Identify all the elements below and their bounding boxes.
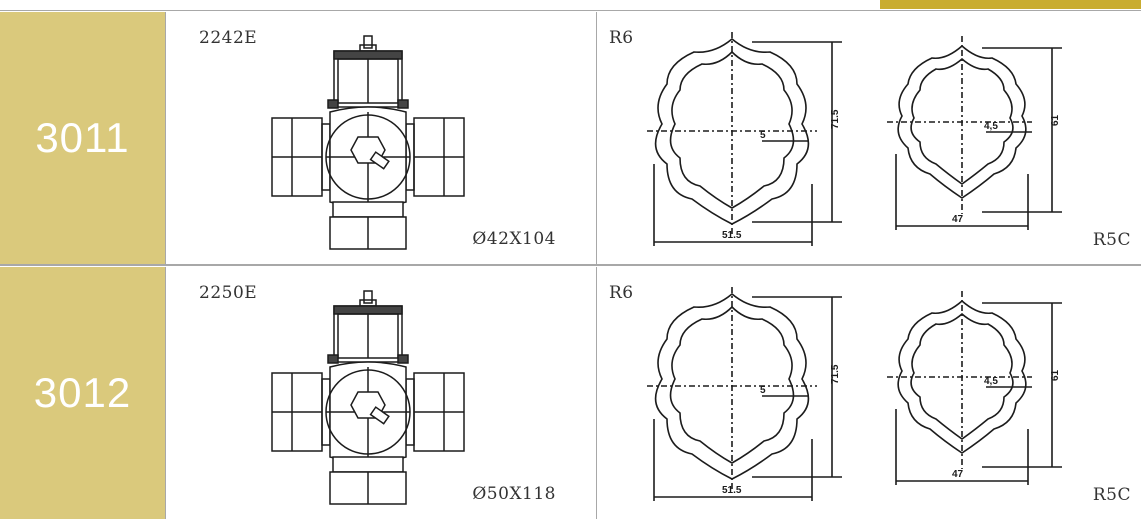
column-divider: [596, 267, 597, 519]
column-divider: [165, 267, 166, 519]
dimension-label: Ø42X104: [472, 229, 556, 249]
column-divider: [596, 12, 597, 264]
joint-cell: 2250E: [166, 267, 596, 519]
table-row: 3012 2250E: [0, 267, 1141, 519]
product-code-cell: 3012: [0, 267, 165, 519]
tube-width-label: 47: [952, 469, 964, 480]
tube-wall-label: 4,5: [984, 376, 998, 387]
joint-code: 2250E: [199, 283, 258, 303]
table-row: 3011 2242E: [0, 12, 1141, 264]
tube-width-label: 47: [952, 214, 964, 225]
tube-wall-label: 5: [760, 130, 766, 141]
tube-height-label: 61: [1050, 369, 1061, 381]
tube-profile-cell: R6 51.5 5 71.5: [597, 267, 1141, 519]
product-code-cell: 3011: [0, 12, 165, 264]
universal-joint-icon: [271, 290, 465, 505]
tube-height-label: 61: [1050, 114, 1061, 126]
r5c-profile-icon: 47 4,5 61: [887, 291, 1062, 485]
product-table: 3011 2242E: [0, 10, 1141, 519]
tube-profile-cell: R6 51.5 5 71.5: [597, 12, 1141, 264]
column-divider: [165, 12, 166, 264]
row-divider: [0, 264, 1141, 266]
dimension-label: Ø50X118: [472, 484, 556, 504]
joint-code: 2242E: [199, 28, 258, 48]
profile-r6-label: R6: [609, 283, 634, 303]
r6-profile-icon: 51.5 5 71.5: [647, 287, 842, 501]
r6-profile-icon: 51.5 5 71.5: [647, 32, 842, 246]
tube-height-label: 71.5: [830, 109, 841, 129]
product-code: 3011: [35, 114, 130, 161]
tube-width-label: 51.5: [722, 485, 742, 496]
header-accent-tab: [880, 0, 1141, 9]
profile-r5c-label: R5C: [1092, 485, 1131, 505]
r5c-profile-icon: 47 4,5 61: [887, 36, 1062, 230]
profile-r5c-label: R5C: [1092, 230, 1131, 250]
universal-joint-icon: [271, 35, 465, 250]
tube-wall-label: 4,5: [984, 121, 998, 132]
product-code: 3012: [33, 369, 132, 416]
joint-cell: 2242E: [166, 12, 596, 264]
tube-wall-label: 5: [760, 385, 766, 396]
profile-r6-label: R6: [609, 28, 634, 48]
tube-width-label: 51.5: [722, 230, 742, 241]
tube-height-label: 71.5: [830, 364, 841, 384]
